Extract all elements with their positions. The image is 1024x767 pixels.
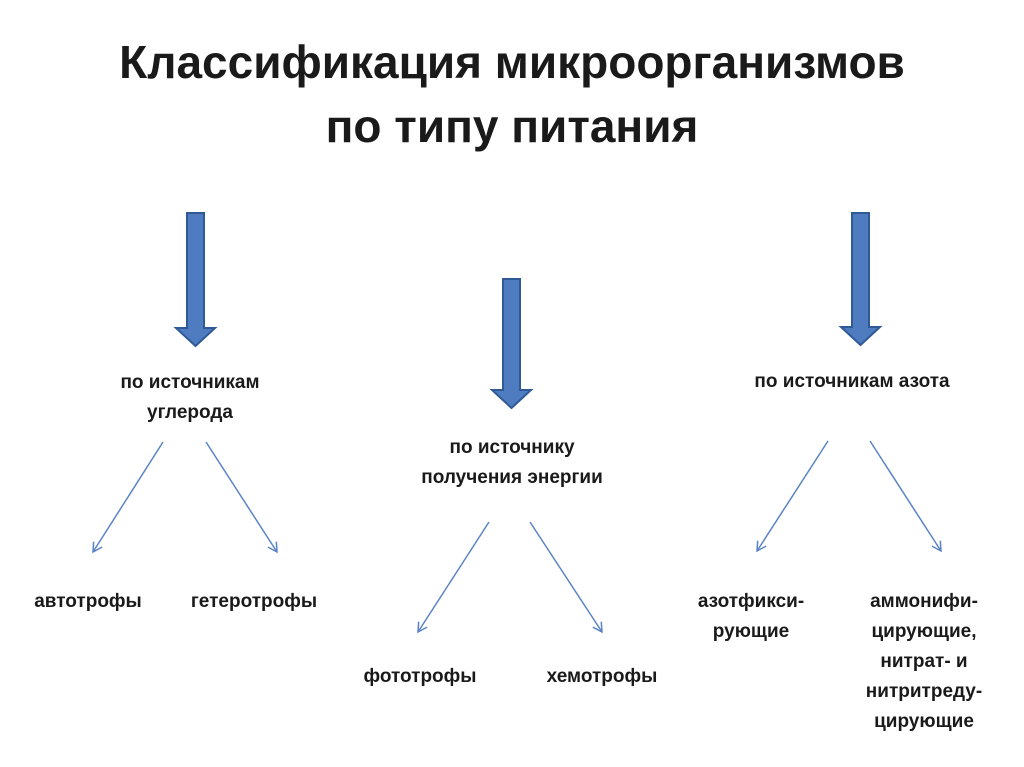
page-title: Классификация микроорганизмов по типу пи… (0, 30, 1024, 158)
nitrogen-source-label: по источникам азота (754, 371, 950, 392)
ammonifiers-line-4: нитритреду- (865, 681, 983, 702)
arrow-nitrogen-to-ammonifiers (869, 440, 942, 553)
ammonifiers-label: аммонифи- цирующие, нитрат- и нитритреду… (836, 587, 1012, 737)
arrow-nitrogen-to-fixers (756, 440, 829, 553)
energy-label-line-1: по источнику (449, 437, 575, 458)
arrow-carbon-to-heterotrophs (205, 441, 278, 554)
carbon-label-line-2: углерода (147, 402, 233, 423)
arrow-energy-to-chemotrophs (529, 521, 603, 634)
carbon-label-line-1: по источникам (120, 372, 260, 393)
energy-label-line-2: получения энергии (421, 467, 603, 488)
fixers-line-1: азотфикси- (697, 591, 805, 612)
title-line-2: по типу питания (325, 100, 699, 152)
nitrogen-fixers-label: азотфикси- рующие (676, 587, 826, 647)
heterotrophs-label: гетеротрофы (190, 591, 318, 612)
title-line-1: Классификация микроорганизмов (119, 36, 905, 88)
ammonifiers-line-3: нитрат- и (880, 651, 968, 672)
ammonifiers-line-1: аммонифи- (870, 591, 978, 612)
phototrophs-label: фототрофы (363, 666, 477, 687)
carbon-source-label: по источникам углерода (95, 368, 285, 428)
arrow-carbon-to-autotrophs (92, 441, 164, 554)
ammonifiers-line-2: цирующие, (871, 621, 977, 642)
big-arrow-nitrogen (838, 212, 883, 347)
arrow-energy-to-phototrophs (417, 521, 490, 634)
big-arrow-carbon (173, 212, 218, 348)
autotrophs-label: автотрофы (34, 591, 142, 612)
chemotrophs-label: хемотрофы (546, 666, 658, 687)
fixers-line-2: рующие (712, 621, 790, 642)
ammonifiers-line-5: цирующие (874, 711, 974, 732)
energy-source-label: по источнику получения энергии (392, 433, 632, 493)
big-arrow-energy (489, 278, 534, 410)
